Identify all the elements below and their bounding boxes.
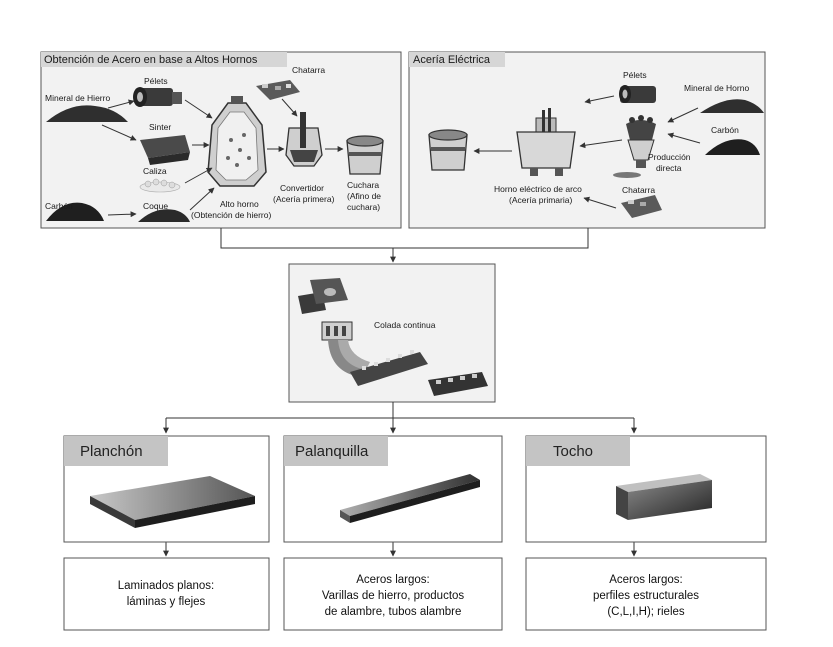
- blast-furnace-title-tab: [41, 52, 287, 67]
- limestone-icon: [139, 178, 181, 193]
- electric-arc-furnace-icon: [516, 108, 576, 176]
- coal-pile-icon: [46, 202, 104, 221]
- tocho-title-tab: [526, 436, 630, 466]
- label-colada-continua: Colada continua: [374, 320, 436, 330]
- label-alto-horno: Alto horno: [220, 199, 259, 209]
- furnace-ore-pile-icon: [700, 99, 764, 113]
- blast-furnace-panel: Obtención de Acero en base a Altos Horno…: [40, 51, 402, 229]
- label-aceria-primaria: (Acería primaria): [509, 195, 572, 205]
- output-palanquilla-frame: [283, 557, 503, 631]
- planchon-title: Planchón: [80, 443, 143, 460]
- label-mineral-hierro: Mineral de Hierro: [45, 93, 110, 103]
- label-afino: (Afino de: [347, 191, 381, 201]
- ladle-icon: [346, 135, 384, 175]
- output-planchon-line-2: láminas y flejes: [127, 596, 206, 608]
- palanquilla-title-tab: [284, 436, 388, 466]
- label-electric-carbon: Carbón: [711, 125, 739, 135]
- output-palanquilla-line-1: Aceros largos:: [356, 574, 430, 586]
- product-connectors: [163, 402, 637, 557]
- bloom-icon: [616, 474, 712, 520]
- billet-icon: [340, 474, 480, 523]
- label-chatarra: Chatarra: [292, 65, 325, 75]
- label-pelets: Pélets: [144, 76, 168, 86]
- electric-steel-panel: Acería Eléctrica Pélets Mineral de Horno…: [408, 51, 766, 229]
- coke-pile-icon: [138, 209, 190, 222]
- output-planchon-line-1: Laminados planos:: [118, 580, 215, 592]
- electric-panel-title: Acería Eléctrica: [413, 54, 491, 66]
- label-obtencion-hierro: (Obtención de hierro): [191, 210, 271, 220]
- label-coque: Coque: [143, 201, 168, 211]
- direct-reduction-icon: [613, 115, 656, 178]
- tocho-title: Tocho: [553, 443, 593, 460]
- label-aceria-primera: (Acería primera): [273, 194, 335, 204]
- continuous-casting-panel: Colada continua: [288, 263, 496, 403]
- blast-furnace-icon: [207, 96, 267, 187]
- label-caliza: Caliza: [143, 166, 167, 176]
- electric-title-tab: [409, 52, 505, 67]
- label-sinter: Sinter: [149, 122, 171, 132]
- output-tocho-line-2: perfiles estructurales: [593, 590, 699, 602]
- top-connectors: [220, 228, 589, 263]
- label-afino-cuchara: cuchara): [347, 202, 380, 212]
- casting-machine-icon: [298, 278, 488, 396]
- output-planchon: Laminados planos: láminas y flejes: [63, 557, 270, 631]
- label-carbon: Carbón: [45, 201, 73, 211]
- planchon-title-tab: [64, 436, 168, 466]
- output-tocho: Aceros largos: perfiles estructurales (C…: [525, 557, 767, 631]
- converter-icon: [285, 112, 323, 167]
- output-palanquilla-line-2: Varillas de hierro, productos: [322, 590, 465, 602]
- product-tocho: Tocho: [525, 435, 767, 543]
- product-planchon: Planchón: [63, 435, 270, 543]
- electric-scrap-icon: [621, 195, 662, 218]
- electric-coal-pile-icon: [705, 139, 760, 155]
- label-directa: directa: [656, 163, 682, 173]
- slab-icon: [90, 476, 255, 528]
- label-mineral-horno: Mineral de Horno: [684, 83, 749, 93]
- output-palanquilla: Aceros largos: Varillas de hierro, produ…: [283, 557, 503, 631]
- electric-ladle-icon: [428, 129, 468, 171]
- output-palanquilla-line-3: de alambre, tubos alambre: [325, 606, 462, 618]
- output-planchon-frame: [63, 557, 270, 631]
- blast-furnace-arrows: [101, 98, 344, 218]
- product-palanquilla: Palanquilla: [283, 435, 503, 543]
- output-tocho-line-1: Aceros largos:: [609, 574, 683, 586]
- label-electric-chatarra: Chatarra: [622, 185, 655, 195]
- output-tocho-frame: [525, 557, 767, 631]
- label-electric-pelets: Pélets: [623, 70, 647, 80]
- sinter-icon: [140, 135, 190, 165]
- blast-furnace-title: Obtención de Acero en base a Altos Horno…: [44, 54, 258, 66]
- label-cuchara: Cuchara: [347, 180, 379, 190]
- label-produccion: Producción: [648, 152, 691, 162]
- output-tocho-line-3: (C,L,I,H); rieles: [607, 606, 685, 618]
- electric-arrows: [473, 95, 701, 209]
- scrap-icon: [256, 80, 300, 100]
- pelletizer-icon: [133, 87, 182, 107]
- iron-ore-pile-icon: [46, 105, 128, 122]
- label-convertidor: Convertidor: [280, 183, 324, 193]
- electric-pelletizer-icon: [619, 85, 656, 103]
- palanquilla-title: Palanquilla: [295, 443, 369, 460]
- label-horno-electrico: Horno eléctrico de arco: [494, 184, 582, 194]
